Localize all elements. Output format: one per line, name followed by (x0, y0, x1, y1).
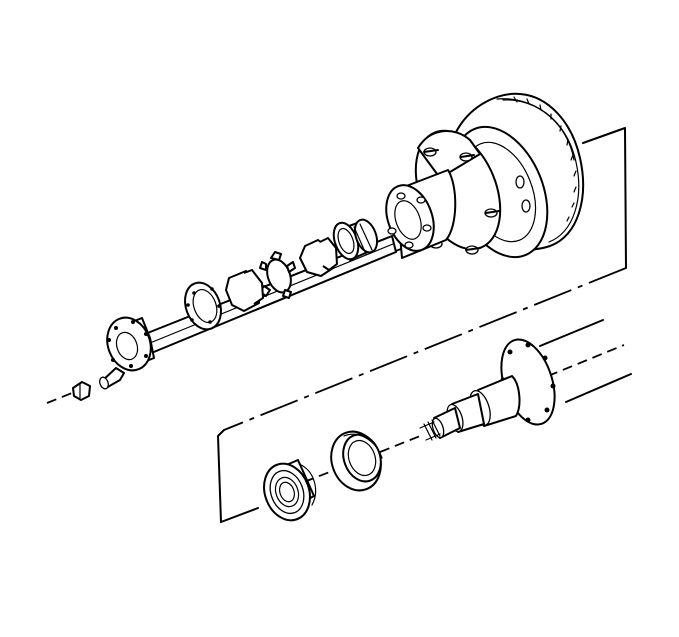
inner-bearing (332, 218, 379, 261)
hub-studs (387, 192, 432, 249)
seal (330, 430, 383, 492)
flange-nut (72, 381, 91, 401)
adjusting-nut-front (225, 269, 264, 312)
cone-washer (99, 367, 125, 390)
adjusting-nut-rear (299, 237, 338, 277)
lock-ring (259, 251, 296, 299)
brake-rotor-hub (385, 92, 584, 259)
outer-bearing (263, 459, 317, 522)
axle-shaft-flange (106, 316, 155, 372)
rotor-vents (513, 96, 577, 222)
wheel-studs (423, 147, 531, 255)
gasket (184, 281, 222, 331)
callout-bracket (217, 127, 627, 523)
spindle-housing (419, 319, 632, 441)
